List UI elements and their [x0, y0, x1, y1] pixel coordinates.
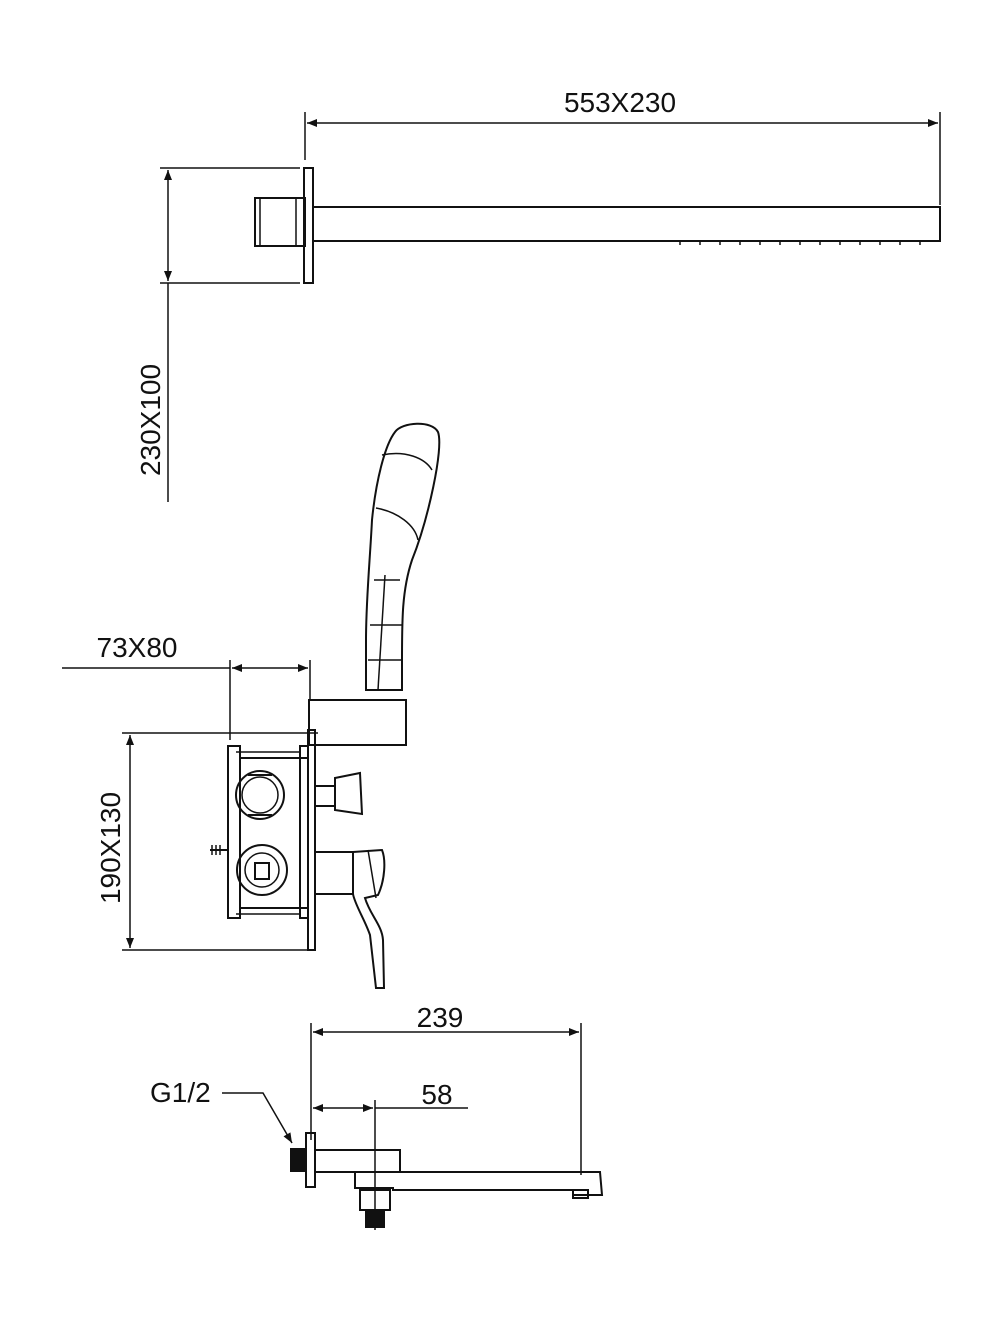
spout-outlet: [572, 1189, 589, 1199]
mixer-wall-plate: [307, 729, 316, 951]
dim-label-73x80: 73X80: [97, 632, 178, 663]
shower-nozzles: [679, 241, 921, 245]
spout-wall-plate: [305, 1132, 316, 1188]
dim-label-58: 58: [421, 1079, 452, 1110]
concealed-mixer-body: [210, 745, 309, 919]
dim-label-239: 239: [417, 1002, 464, 1033]
hose-outlet: [314, 771, 364, 816]
mixer-view: 73X80 190X130: [62, 422, 441, 989]
dim-label-230x100: 230X100: [135, 364, 166, 476]
thread-label-g1-2: G1/2: [150, 1077, 211, 1108]
wall-mount-block: [254, 197, 306, 247]
spout-connector: [314, 1149, 401, 1173]
hand-shower-outline: [365, 422, 441, 691]
hand-shower: [365, 422, 441, 691]
spout-body: [354, 1171, 604, 1196]
inlet-thread: [290, 1148, 306, 1172]
mixer-lever: [314, 848, 386, 989]
diverter-knob: [359, 1189, 391, 1228]
hand-shower-holder: [308, 699, 407, 746]
thread-leader: [222, 1092, 293, 1144]
spout-view: 239 58 G1/2: [150, 1002, 604, 1230]
shower-head-body: [312, 206, 941, 242]
dim-label-190x130: 190X130: [95, 792, 126, 904]
shower-arm-view: 553X230 230X100: [135, 87, 941, 502]
dim-label-553x230: 553X230: [564, 87, 676, 118]
